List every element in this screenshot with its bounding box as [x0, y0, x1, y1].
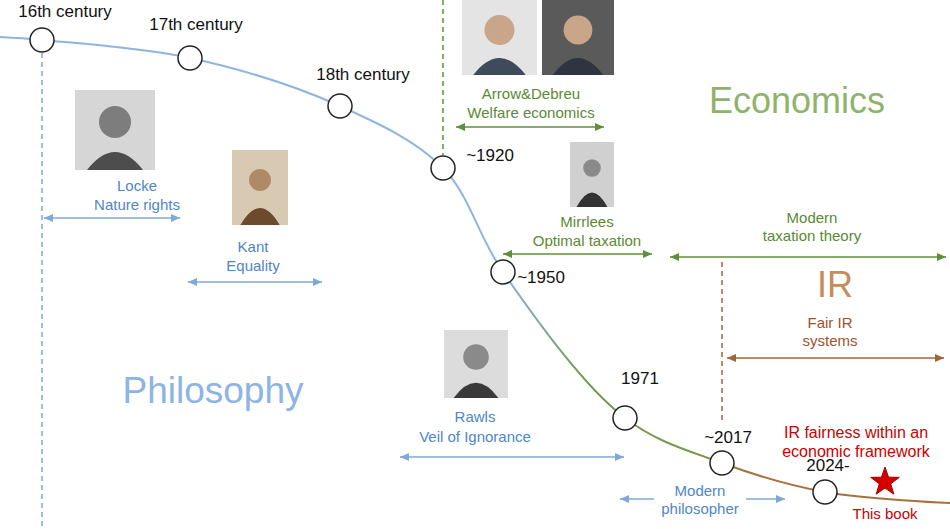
period-label: ~2017: [704, 428, 752, 448]
span-arrow: [456, 126, 604, 128]
contribution-label: Modern taxation theory: [760, 209, 864, 245]
highlight-note: IR fairness within an economic framework: [780, 423, 933, 461]
period-label: ~1950: [517, 268, 565, 288]
portrait: [75, 90, 155, 170]
timeline-point: [813, 480, 837, 504]
timeline-curve: [0, 37, 950, 503]
dashed-marker-line: [41, 53, 43, 529]
dashed-marker-line: [442, 0, 444, 155]
period-label: 1971: [621, 369, 659, 389]
timeline-point: [178, 46, 202, 70]
timeline-point: [491, 260, 515, 284]
highlight-note: This book: [852, 505, 917, 523]
span-arrow: [503, 253, 652, 255]
contribution-label: Modern philosopher: [654, 482, 746, 518]
contribution-label: Veil of Ignorance: [419, 428, 531, 446]
field-title: IR: [817, 263, 853, 306]
span-arrow: [400, 456, 624, 458]
span-arrow: [188, 281, 322, 283]
portrait: [462, 0, 537, 75]
timeline-point: [30, 28, 54, 52]
period-label: 2024-: [806, 456, 849, 476]
portrait: [570, 142, 614, 207]
period-label: 17th century: [149, 15, 243, 35]
portrait: [232, 150, 288, 225]
contribution-label: Fair IR systems: [792, 314, 868, 350]
dashed-marker-line: [721, 262, 723, 424]
span-arrow: [670, 256, 946, 258]
portrait: [542, 0, 614, 75]
span-arrow: [727, 357, 944, 359]
star-marker: [871, 467, 900, 494]
contribution-label: Nature rights: [94, 196, 180, 214]
person-name: Arrow&Debreu: [482, 85, 580, 103]
person-name: Mirrlees: [560, 213, 613, 231]
timeline-point: [328, 94, 352, 118]
portrait: [444, 330, 508, 398]
span-arrow: [44, 217, 180, 219]
person-name: Locke: [117, 177, 157, 195]
contribution-label: Optimal taxation: [533, 232, 641, 250]
field-title: Philosophy: [122, 369, 303, 413]
period-label: 18th century: [316, 65, 410, 85]
period-label: 16th century: [18, 2, 112, 22]
period-label: ~1920: [466, 146, 514, 166]
contribution-label: Equality: [226, 257, 279, 275]
timeline-point: [431, 156, 455, 180]
person-name: Kant: [238, 238, 269, 256]
timeline-point: [710, 451, 734, 475]
field-title: Economics: [709, 79, 885, 122]
person-name: Rawls: [455, 408, 496, 426]
contribution-label: Welfare economics: [467, 104, 594, 122]
timeline-point: [613, 406, 637, 430]
